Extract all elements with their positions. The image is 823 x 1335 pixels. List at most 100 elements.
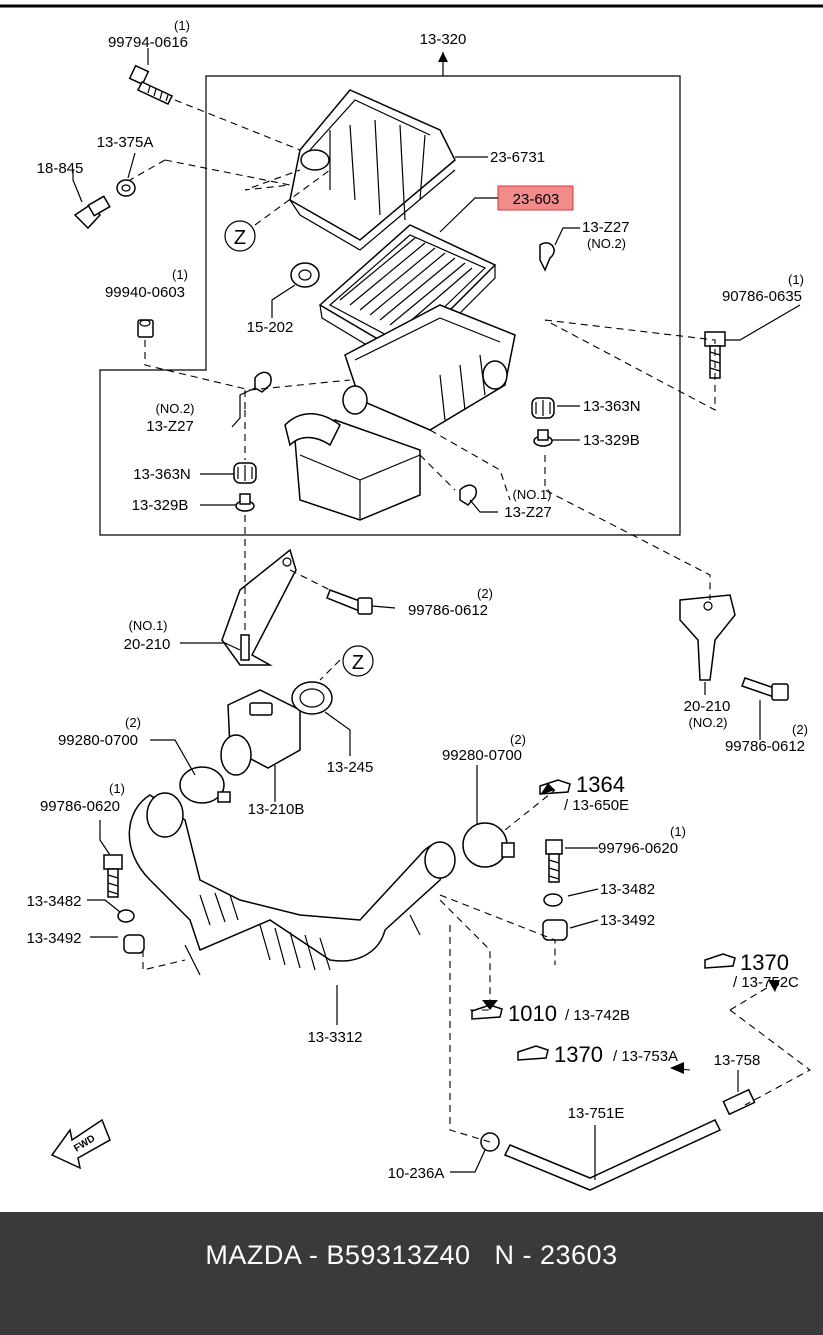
- airflow-meter-13-210b[interactable]: [220, 689, 301, 776]
- ref-1010: 1010: [508, 1001, 557, 1026]
- pointer-hand-icon-1370-b: [517, 1045, 549, 1061]
- air-cleaner-exploded-diagram: Z Z: [0, 4, 823, 1191]
- z-label-top: Z: [234, 227, 246, 249]
- label-13-3482-left: 13-3482: [26, 893, 81, 910]
- bolt-99796-0620[interactable]: [545, 839, 563, 883]
- label-13-3312: 13-3312: [307, 1029, 362, 1046]
- z-label-mid: Z: [352, 652, 364, 674]
- mount-13-363n-left[interactable]: [233, 462, 257, 484]
- label-20-210-right: 20-210: [684, 698, 731, 715]
- note-13-z27-top: (NO.2): [587, 236, 626, 251]
- label-99786-0620: 99786-0620: [40, 798, 120, 815]
- grommet-13-375a[interactable]: [116, 179, 136, 197]
- pointer-hand-icon-1010: [471, 1004, 503, 1020]
- label-13-z27-bottom: 13-Z27: [504, 504, 552, 521]
- ref-circle-z-mid: Z: [342, 645, 374, 677]
- qty-99786-0620: (1): [109, 781, 125, 796]
- label-13-320: 13-320: [420, 31, 467, 48]
- qty-99280-0700-left: (2): [125, 715, 141, 730]
- label-13-210b: 13-210B: [248, 801, 305, 818]
- label-13-650e: / 13-650E: [564, 797, 629, 814]
- label-13-758: 13-758: [714, 1052, 761, 1069]
- label-13-245: 13-245: [327, 759, 374, 776]
- label-20-210-left: 20-210: [124, 636, 171, 653]
- qty-99796-0620: (1): [670, 824, 686, 839]
- label-13-329b-left: 13-329B: [132, 497, 189, 514]
- bolt-99786-0612-left[interactable]: [326, 589, 373, 615]
- arrow-heads: [438, 52, 780, 1074]
- label-13-363n-right: 13-363N: [583, 398, 641, 415]
- label-13-z27-left: 13-Z27: [146, 418, 194, 435]
- qty-99786-0612-right: (2): [792, 722, 808, 737]
- label-99794-0616: 99794-0616: [108, 34, 188, 51]
- qty-99786-0612-left: (2): [477, 586, 493, 601]
- ref-1370-bottom: 1370: [554, 1042, 603, 1067]
- label-13-375a: 13-375A: [97, 134, 154, 151]
- part-number-footer: MAZDA - B59313Z40 N - 23603: [0, 1212, 823, 1335]
- washer-13-3482-left[interactable]: [117, 909, 135, 923]
- qty-99280-0700-right: (2): [510, 732, 526, 747]
- clamp-99280-0700-left[interactable]: [179, 766, 231, 804]
- mount-13-363n-right[interactable]: [531, 397, 555, 419]
- mount-13-3492-left[interactable]: [123, 934, 145, 954]
- label-90786-0635: 90786-0635: [722, 288, 802, 305]
- bolt-99786-0620[interactable]: [103, 854, 123, 898]
- label-99786-0612-right: 99786-0612: [725, 738, 805, 755]
- highlight-23-603: [497, 185, 574, 211]
- air-cleaner-case[interactable]: [284, 304, 516, 521]
- note-20-210-right: (NO.2): [689, 715, 728, 730]
- label-13-3492-left: 13-3492: [26, 930, 81, 947]
- assembly-boundary: [99, 75, 681, 536]
- bracket-20-210-no1[interactable]: [221, 548, 297, 666]
- collar-13-329b-left[interactable]: [235, 493, 255, 512]
- label-23-6731: 23-6731: [490, 149, 545, 166]
- label-99280-0700-left: 99280-0700: [58, 732, 138, 749]
- clamp-99280-0700-right[interactable]: [462, 822, 515, 868]
- bolt-99786-0612-right[interactable]: [741, 677, 789, 701]
- label-13-742b: / 13-742B: [565, 1007, 630, 1024]
- fwd-direction-arrow: FWD: [50, 1118, 111, 1170]
- dashed-guides: [129, 99, 812, 1143]
- breather-hose-13-751e[interactable]: [503, 1119, 722, 1191]
- collar-13-329b-right[interactable]: [533, 429, 553, 447]
- rubber-grommet-15-202[interactable]: [290, 262, 320, 288]
- pointer-hand-icon-1370-a: [704, 953, 736, 969]
- sensor-18-845[interactable]: [73, 195, 111, 230]
- label-13-752c: / 13-752C: [733, 974, 799, 991]
- note-20-210-left: (NO.1): [129, 618, 168, 633]
- washer-13-3482-right[interactable]: [543, 893, 563, 907]
- ref-1370-top: 1370: [740, 950, 789, 975]
- clip-13-z27-left[interactable]: [254, 371, 272, 393]
- ref-1364: 1364: [576, 772, 625, 797]
- label-18-845: 18-845: [37, 160, 84, 177]
- bolt-99794-0616[interactable]: [128, 64, 174, 105]
- label-99786-0612-left: 99786-0612: [408, 602, 488, 619]
- label-99280-0700-right: 99280-0700: [442, 747, 522, 764]
- nut-99940-0603[interactable]: [137, 319, 154, 338]
- label-13-z27-top: 13-Z27: [582, 219, 630, 236]
- label-13-751e: 13-751E: [568, 1105, 625, 1122]
- label-99796-0620: 99796-0620: [598, 840, 678, 857]
- clip-13-z27-top[interactable]: [539, 242, 555, 272]
- air-cleaner-cover[interactable]: [289, 89, 456, 251]
- note-13-z27-left: (NO.2): [156, 401, 195, 416]
- label-13-329b-right: 13-329B: [583, 432, 640, 449]
- ref-circle-z-top: Z: [224, 220, 256, 252]
- hose-13-245[interactable]: [291, 681, 333, 715]
- label-13-363n-left: 13-363N: [133, 466, 191, 483]
- clip-13-z27-bottom[interactable]: [459, 484, 477, 506]
- label-10-236a: 10-236A: [388, 1165, 445, 1182]
- leader-lines: [72, 48, 801, 1180]
- label-13-3482-right: 13-3482: [600, 881, 655, 898]
- bracket-20-210-no2[interactable]: [679, 594, 736, 681]
- label-13-3492-right: 13-3492: [600, 912, 655, 929]
- qty-99794-0616: (1): [174, 18, 190, 33]
- intake-duct-13-3312[interactable]: [128, 792, 456, 976]
- note-13-z27-bottom: (NO.1): [513, 487, 552, 502]
- fitting-13-758[interactable]: [722, 1088, 756, 1116]
- label-99940-0603: 99940-0603: [105, 284, 185, 301]
- air-filter-element[interactable]: [318, 224, 497, 369]
- label-15-202: 15-202: [247, 319, 294, 336]
- label-13-753a: / 13-753A: [613, 1048, 678, 1065]
